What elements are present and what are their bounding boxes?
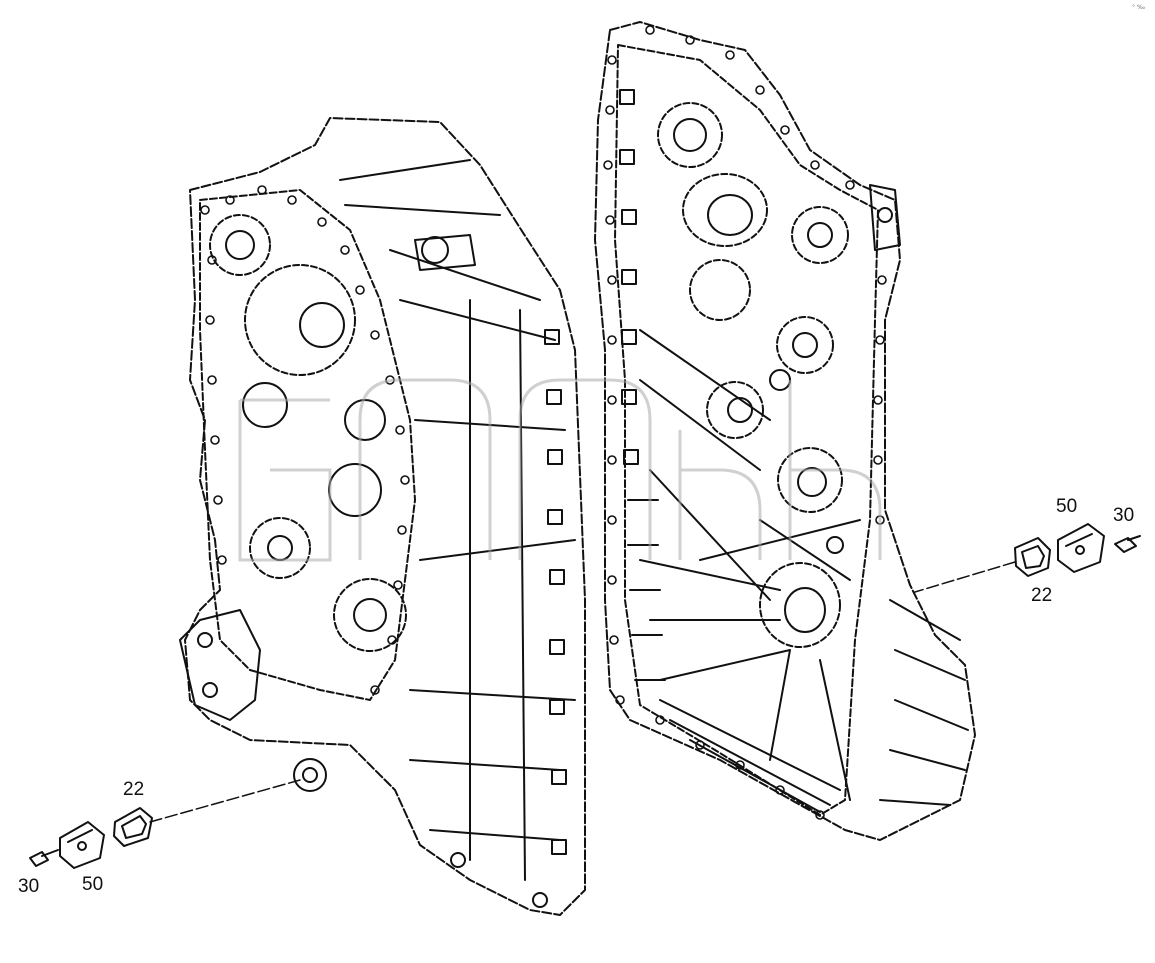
callout-left-gasket: 22 xyxy=(123,779,145,800)
callout-left-cover: 50 xyxy=(82,874,104,895)
watermark-graphic xyxy=(238,378,882,562)
left-assembly-line xyxy=(149,779,301,823)
right-assembly-line xyxy=(914,561,1016,593)
right-gasket xyxy=(1014,537,1051,577)
right-transmission-housing xyxy=(594,21,976,841)
callout-right-cover: 50 xyxy=(1056,496,1078,517)
corner-mark: ° ‰ xyxy=(1132,4,1145,11)
callout-left-bolt: 30 xyxy=(18,876,40,897)
right-bolt xyxy=(1114,535,1141,553)
right-cover-plate xyxy=(1057,523,1105,573)
left-transmission-housing xyxy=(179,117,586,916)
left-gasket xyxy=(113,807,153,847)
callout-right-gasket: 22 xyxy=(1031,585,1053,606)
left-cover-plate xyxy=(59,821,105,869)
left-bolt xyxy=(29,849,59,867)
callout-right-bolt: 30 xyxy=(1113,505,1135,526)
